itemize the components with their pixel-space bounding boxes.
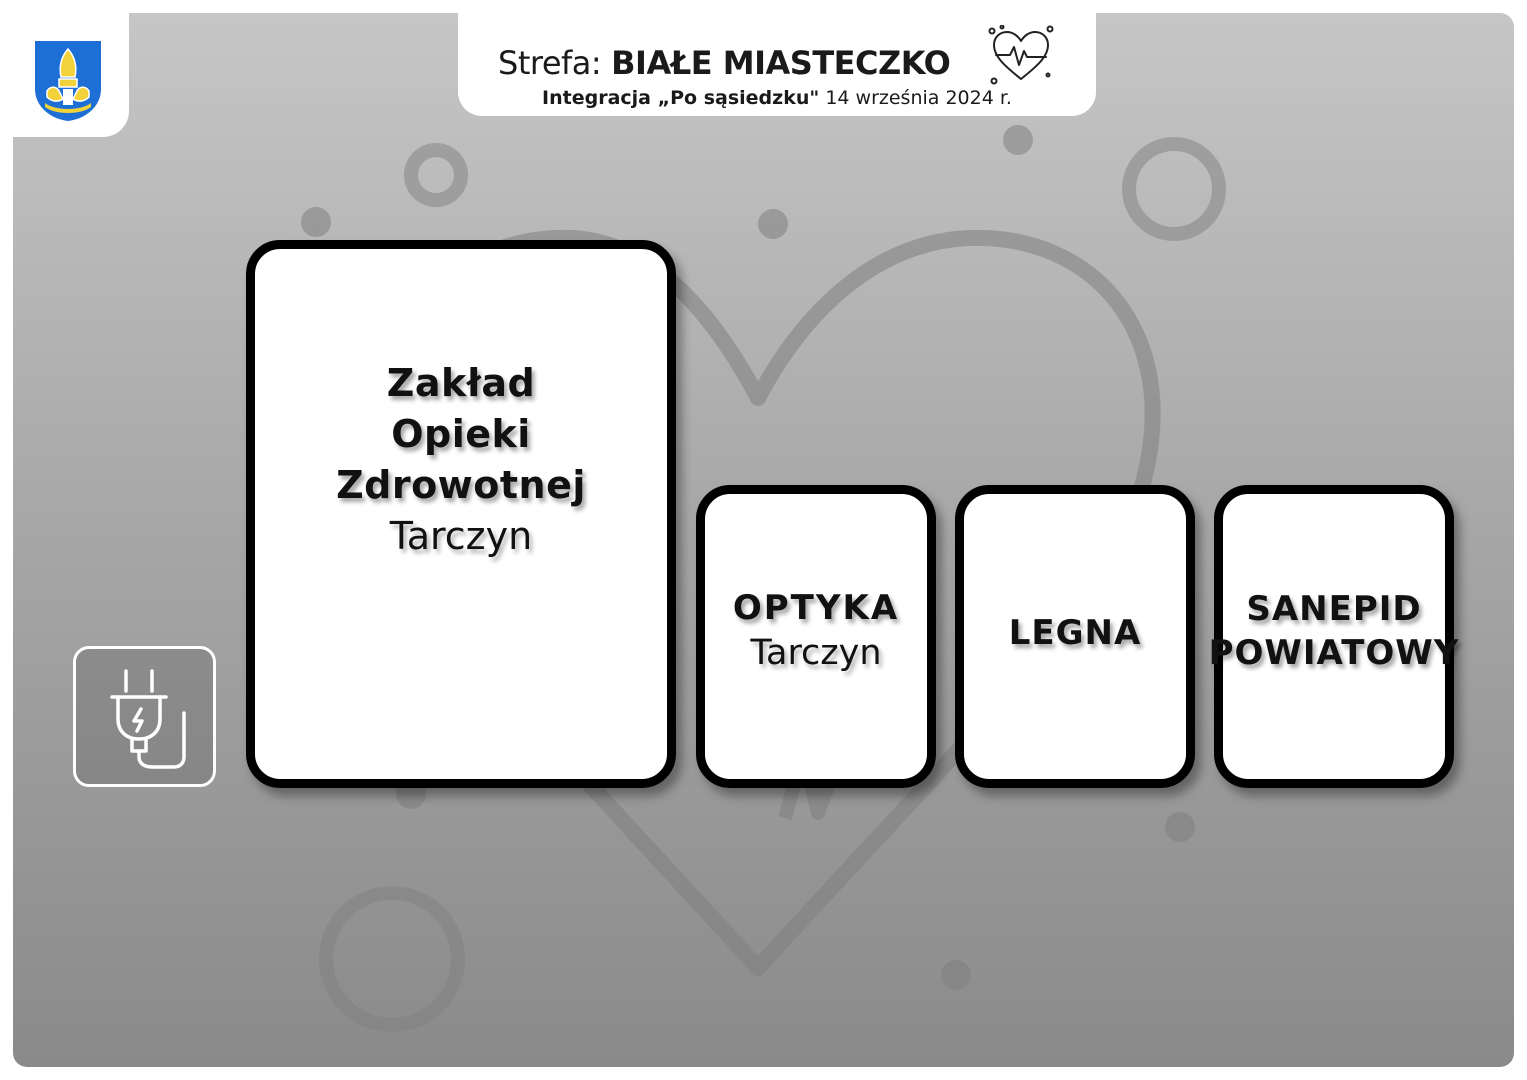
stand-title-line: Zdrowotnej (336, 463, 586, 507)
power-outlet-marker (73, 646, 216, 787)
stand-card-sanepid[interactable]: SANEPID POWIATOWY (1209, 485, 1458, 788)
stand-title-line: Opieki (391, 412, 531, 456)
dot-decoration (301, 207, 331, 237)
stand-title-line: Zakład (386, 361, 536, 405)
stand-card-content: LEGNA (1009, 611, 1142, 655)
dot-decoration (941, 960, 971, 990)
municipal-crest-icon (35, 41, 101, 121)
stand-title-line: OPTYKA (732, 587, 900, 628)
event-date: 14 września 2024 r. (825, 87, 1012, 109)
stand-title-line: POWIATOWY (1208, 632, 1460, 673)
stand-subtitle: Tarczyn (389, 514, 533, 558)
stand-subtitle: Tarczyn (750, 632, 882, 673)
event-subtitle: Integracja „Po sąsiedzku" 14 września 20… (458, 87, 1096, 109)
ring-decoration (319, 886, 465, 1032)
stand-title-line: LEGNA (1008, 612, 1142, 653)
electric-plug-icon (110, 669, 186, 769)
ring-decoration (1122, 137, 1226, 241)
dot-decoration (1165, 812, 1195, 842)
event-name: Integracja „Po sąsiedzku" (542, 87, 820, 109)
header-banner: Strefa: BIAŁE MIASTECZKO Integracja „Po … (458, 13, 1096, 116)
zone-title-prefix: Strefa: (498, 44, 602, 82)
zone-title: Strefa: BIAŁE MIASTECZKO (498, 43, 951, 83)
stand-card-optyka[interactable]: OPTYKA Tarczyn (696, 485, 936, 788)
stand-card-zoz[interactable]: Zakład Opieki Zdrowotnej Tarczyn (246, 240, 676, 788)
dot-decoration (758, 209, 788, 239)
stand-card-legna[interactable]: LEGNA (955, 485, 1195, 788)
dot-decoration (1003, 125, 1033, 155)
stand-card-content: SANEPID POWIATOWY (1209, 587, 1460, 675)
zone-title-main: BIAŁE MIASTECZKO (611, 44, 951, 82)
stand-card-content: OPTYKA Tarczyn (733, 586, 899, 676)
map-board: Strefa: BIAŁE MIASTECZKO Integracja „Po … (13, 13, 1514, 1067)
heart-pulse-icon (988, 25, 1054, 85)
logo-tab (13, 13, 129, 137)
stand-title-line: SANEPID (1246, 588, 1422, 629)
ring-decoration (404, 143, 468, 207)
stand-card-content: Zakład Opieki Zdrowotnej Tarczyn (336, 358, 586, 562)
